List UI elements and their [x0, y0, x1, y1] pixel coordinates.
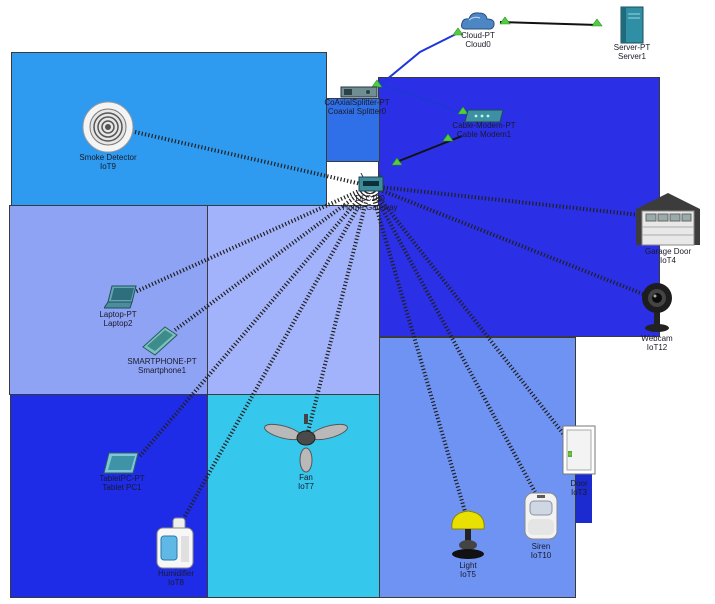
door-label: Door IoT3: [539, 479, 619, 497]
link-endpoint-marker: [457, 106, 469, 115]
fan-type: Fan: [299, 473, 313, 482]
zone-top-left: [11, 52, 327, 207]
link-endpoint-marker: [391, 157, 403, 166]
smoke-detector-type: Smoke Detector: [79, 153, 137, 162]
cable-modem-type: Cable-Modem-PT: [452, 121, 516, 130]
garage-door-name: IoT4: [659, 256, 676, 265]
light-icon[interactable]: [446, 507, 490, 561]
home-gateway-name: Home Gateway: [342, 203, 398, 212]
coaxial-splitter-label: CoAxialSplitter-PT Coaxial Splitter0: [316, 98, 398, 116]
link-endpoint-marker: [452, 27, 464, 36]
coaxial-splitter-name: Coaxial Splitter0: [327, 107, 387, 116]
server-name: Server1: [617, 52, 646, 61]
door-icon[interactable]: [562, 425, 596, 475]
smoke-detector-label: Smoke Detector IoT9: [68, 153, 148, 171]
zone-mid-center: [207, 205, 380, 395]
laptop-name: Laptop2: [103, 319, 133, 328]
humidifier-name: IoT8: [167, 578, 184, 587]
smartphone-icon[interactable]: [141, 325, 179, 357]
siren-label: Siren IoT10: [501, 542, 581, 560]
webcam-label: Webcam IoT12: [617, 334, 697, 352]
server-icon[interactable]: [620, 6, 644, 44]
cloud-name: Cloud0: [465, 40, 491, 49]
wireless-link-webcam: [369, 184, 649, 298]
cloud-icon[interactable]: [460, 10, 496, 32]
humidifier-label: Humidifier IoT8: [136, 569, 216, 587]
siren-icon[interactable]: [524, 491, 558, 541]
wireless-link-door: [368, 184, 567, 438]
laptop-label: Laptop-PT Laptop2: [78, 310, 158, 328]
tablet-label: TabletPC-PT Tablet PC1: [82, 474, 162, 492]
light-name: IoT5: [459, 570, 476, 579]
wireless-link-laptop: [134, 184, 371, 294]
laptop-icon[interactable]: [104, 284, 138, 310]
home-gateway-label: DLC100 Home Gateway: [330, 194, 410, 212]
webcam-icon[interactable]: [641, 282, 673, 334]
tablet-name: Tablet PC1: [102, 483, 142, 492]
light-type: Light: [459, 561, 477, 570]
humidifier-icon[interactable]: [153, 516, 197, 570]
garage-door-type: Garage Door: [644, 247, 692, 256]
zone-small-mid: [326, 98, 380, 162]
smoke-detector-icon[interactable]: [82, 101, 134, 153]
wireless-link-siren: [368, 185, 537, 493]
fan-icon[interactable]: [263, 414, 349, 474]
wireless-link-humidifier: [178, 185, 372, 526]
tablet-type: TabletPC-PT: [99, 474, 145, 483]
cable-modem-label: Cable-Modem-PT Cable Modem1: [444, 121, 524, 139]
home-gateway-type: DLC100: [355, 194, 385, 203]
cable-modem-name: Cable Modem1: [456, 130, 512, 139]
link-endpoint-marker: [442, 133, 454, 142]
copper-link-cloud-server: [499, 21, 599, 26]
smartphone-type: SMARTPHONE-PT: [127, 357, 197, 366]
laptop-type: Laptop-PT: [99, 310, 137, 319]
garage-door-icon[interactable]: [634, 191, 702, 247]
smoke-detector-name: IoT9: [99, 162, 116, 171]
zone-bottom-center: [207, 394, 380, 598]
door-name: IoT3: [570, 488, 587, 497]
smartphone-name: Smartphone1: [137, 366, 187, 375]
link-endpoint-marker: [591, 18, 603, 27]
garage-door-label: Garage Door IoT4: [628, 247, 708, 265]
server-label: Server-PT Server1: [597, 43, 667, 61]
light-label: Light IoT5: [428, 561, 508, 579]
link-endpoint-marker: [499, 16, 511, 25]
door-type: Door: [570, 479, 588, 488]
wireless-link-garage: [369, 184, 641, 217]
coax-link-splitter-modem: [379, 84, 463, 114]
fan-name: IoT7: [297, 482, 314, 491]
coaxial-splitter-type: CoAxialSplitter-PT: [324, 98, 390, 107]
webcam-type: Webcam: [641, 334, 673, 343]
home-gateway-icon[interactable]: [357, 173, 385, 193]
fan-label: Fan IoT7: [266, 473, 346, 491]
wireless-link-smoke: [134, 130, 371, 188]
siren-type: Siren: [531, 542, 551, 551]
webcam-name: IoT12: [646, 343, 668, 352]
cloud-type: Cloud-PT: [461, 31, 495, 40]
smartphone-label: SMARTPHONE-PT Smartphone1: [121, 357, 203, 375]
wireless-link-fan: [304, 185, 372, 441]
coaxial-splitter-icon[interactable]: [340, 86, 378, 98]
server-type: Server-PT: [613, 43, 651, 52]
wireless-link-light: [368, 185, 468, 516]
wireless-link-tablet: [138, 184, 372, 458]
cloud-label: Cloud-PT Cloud0: [443, 31, 513, 49]
tablet-icon[interactable]: [103, 452, 139, 474]
humidifier-type: Humidifier: [157, 569, 194, 578]
coax-link-cloud-splitter: [379, 32, 459, 86]
cable-modem-icon[interactable]: [464, 109, 504, 123]
siren-name: IoT10: [530, 551, 552, 560]
